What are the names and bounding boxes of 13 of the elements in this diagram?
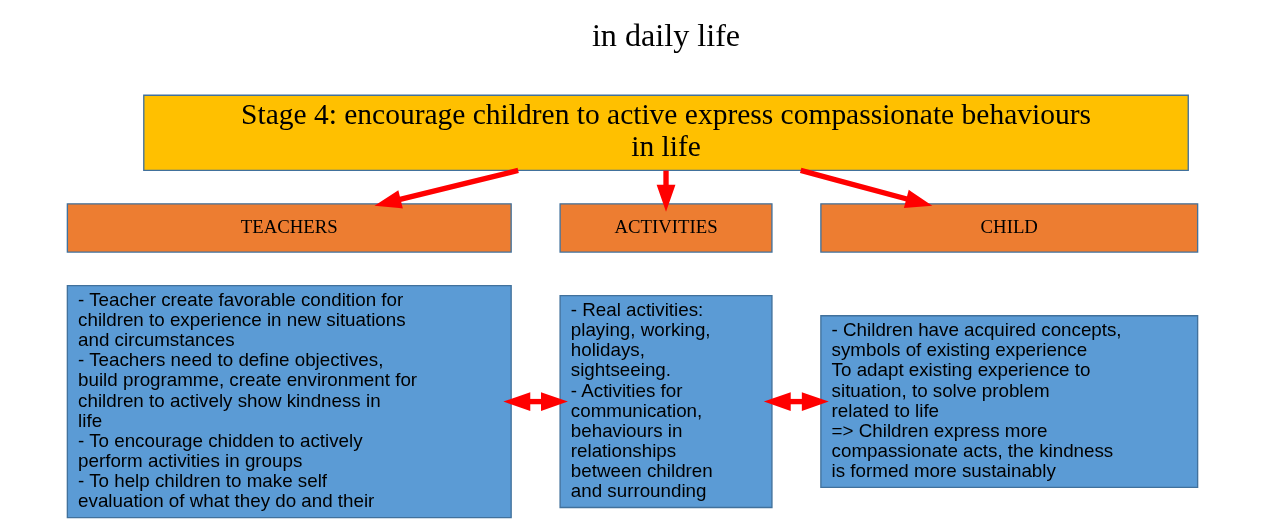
arrow [373, 167, 519, 209]
node-box: - Real activities: playing, working, holidays, sightseeing. - Activities for communication, behaviours in relationships between children and surrounding [558, 295, 773, 509]
arrow [502, 392, 568, 411]
label: in daily life [591, 16, 740, 53]
node-box: CHILD [819, 203, 1198, 253]
arrow [763, 392, 829, 411]
node-box: - Teacher create favorable condition for children to experience in new situations and circumstances - Teachers need to define objectives, build programme, create environment for children to actively show kindness in life - To encourage chidden to actively perform activities in groups - To help children to make self evaluation of what they do and their [66, 284, 512, 519]
node-box: Stage 4: encourage children to active express compassionate behaviours in life [142, 94, 1189, 171]
node-box: TEACHERS [66, 203, 512, 253]
node-box: - Children have acquired concepts, symbols of existing experience To adapt existing experience to situation, to solve problem related to life => Children express more compassionate acts, the kindness is formed more sustainably [819, 315, 1198, 489]
arrow [799, 167, 932, 208]
node-box: ACTIVITIES [558, 203, 773, 253]
arrow [656, 170, 675, 212]
